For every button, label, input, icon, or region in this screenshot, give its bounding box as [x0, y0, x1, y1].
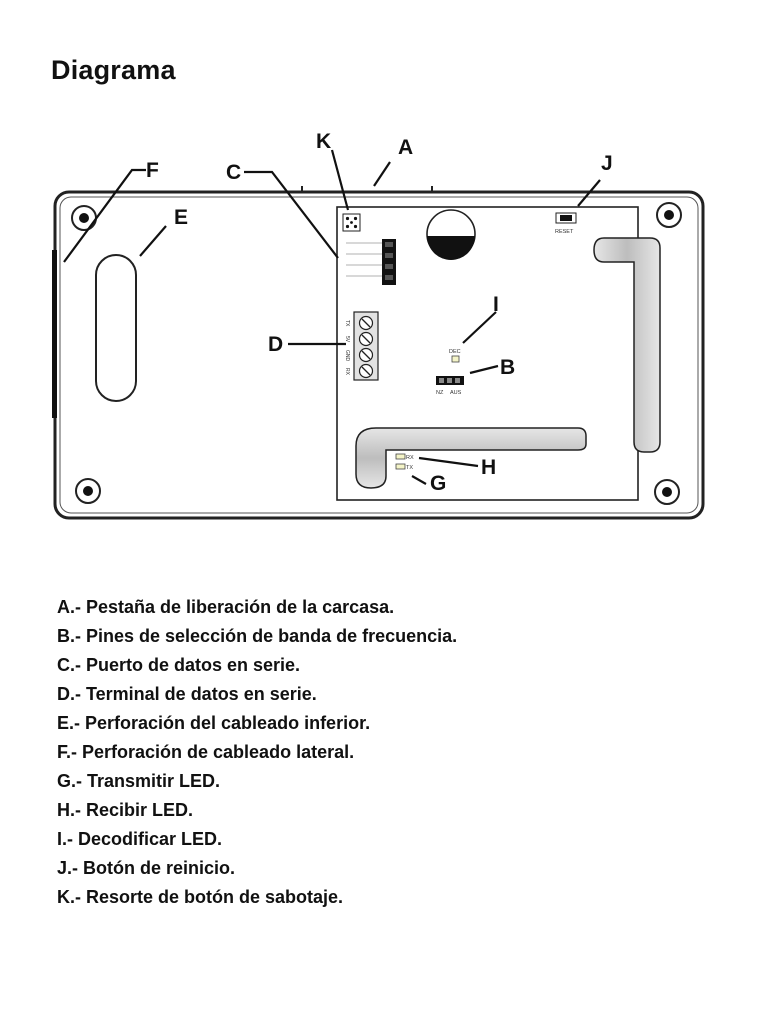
tx-label: TX	[406, 465, 413, 471]
buzzer	[426, 209, 476, 260]
rx-label: RX	[406, 455, 414, 461]
callout-k: K	[316, 130, 331, 153]
terminal-label-rx: RX	[344, 368, 350, 376]
legend-item: G.- Transmitir LED.	[57, 771, 221, 791]
screw-hole-top-left	[71, 205, 97, 231]
side-wiring-knockout	[52, 250, 57, 418]
legend-item: H.- Recibir LED.	[57, 800, 194, 820]
transmit-led: TX	[395, 463, 413, 471]
terminal-label-5v: 5V	[344, 336, 350, 343]
legend-item: J.- Botón de reinicio.	[57, 858, 236, 878]
receive-led: RX	[395, 453, 414, 461]
screw-hole-top-right	[656, 202, 682, 228]
aus-label: AUS	[450, 390, 462, 396]
reset-button: RESET	[555, 212, 577, 235]
antenna-slot-bottom	[355, 427, 587, 489]
callout-b: B	[500, 356, 515, 379]
legend-list: A.- Pestaña de liberación de la carcasa.…	[57, 593, 457, 912]
callout-c: C	[226, 161, 241, 184]
legend-item: F.- Perforación de cableado lateral.	[57, 742, 355, 762]
screw-hole-bottom-left	[75, 478, 101, 504]
legend-item: A.- Pestaña de liberación de la carcasa.	[57, 597, 395, 617]
serial-data-port	[346, 239, 396, 285]
screw-hole-bottom-right	[654, 479, 680, 505]
legend-item: C.- Puerto de datos en serie.	[57, 655, 301, 675]
tamper-spring	[342, 213, 361, 232]
page-title: Diagrama	[51, 55, 176, 85]
callout-g: G	[430, 472, 446, 495]
callout-f: F	[146, 159, 159, 182]
device-diagram: TX 5V GND RX RESET DEC NZ AUS RX TX	[52, 130, 705, 520]
legend-item: D.- Terminal de datos en serie.	[57, 684, 317, 704]
legend-item: E.- Perforación del cableado inferior.	[57, 713, 371, 733]
callout-i: I	[493, 293, 499, 316]
callout-j: J	[601, 152, 613, 175]
callout-a: A	[398, 136, 413, 159]
frequency-band-pins: NZ AUS	[436, 376, 464, 396]
bottom-wiring-knockout	[95, 254, 137, 402]
callout-e: E	[174, 206, 188, 229]
terminal-label-tx: TX	[344, 320, 350, 327]
callout-d: D	[268, 333, 283, 356]
legend-item: I.- Decodificar LED.	[57, 829, 223, 849]
serial-data-terminal: TX 5V GND RX	[344, 311, 379, 381]
legend-item: B.- Pines de selección de banda de frecu…	[57, 626, 458, 646]
callout-leaders	[63, 149, 601, 485]
antenna-slot-right	[593, 237, 661, 453]
dec-label: DEC	[449, 349, 461, 355]
legend-item: K.- Resorte de botón de sabotaje.	[57, 887, 344, 907]
nz-label: NZ	[436, 390, 444, 396]
terminal-label-gnd: GND	[344, 350, 350, 362]
callout-h: H	[481, 456, 496, 479]
decode-led: DEC	[449, 349, 461, 363]
reset-label: RESET	[555, 229, 574, 235]
